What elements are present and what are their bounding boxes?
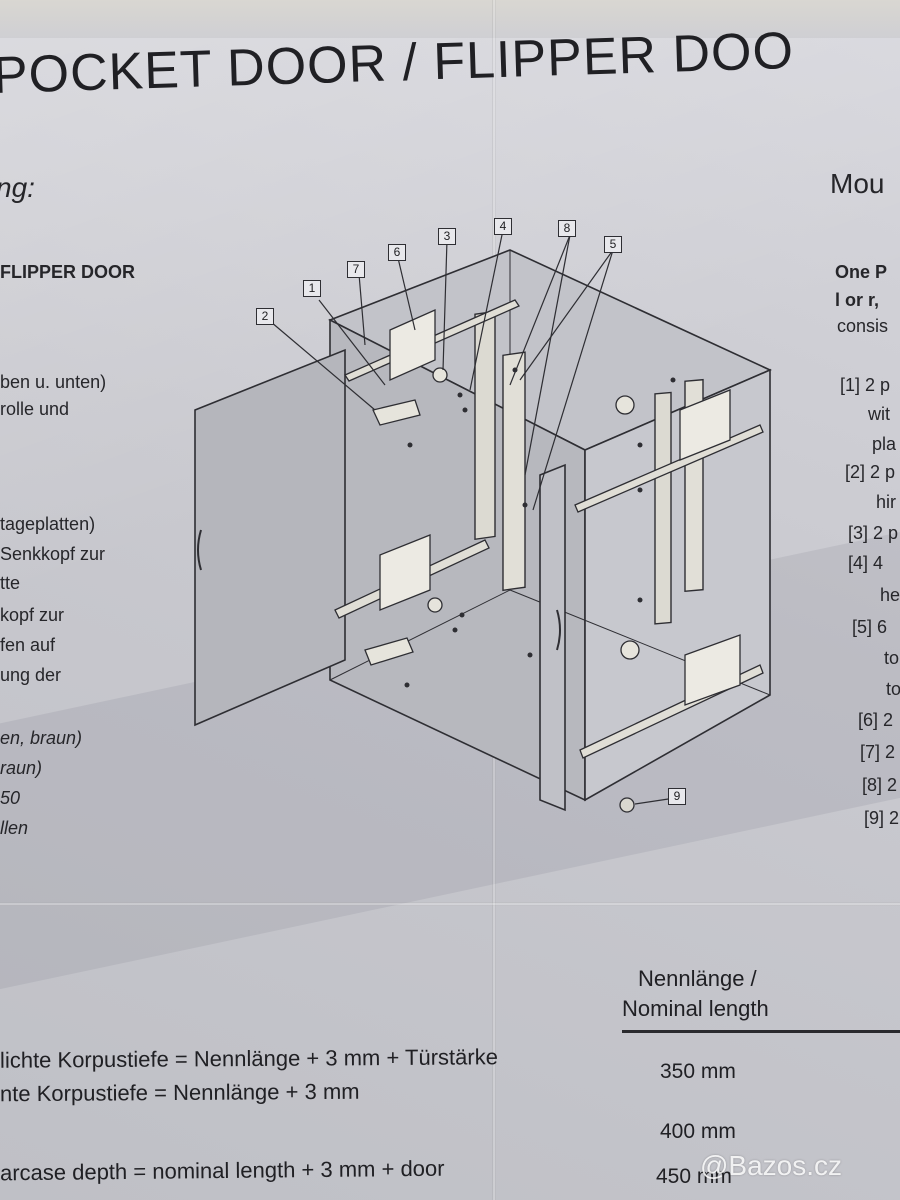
left-subtitle: FLIPPER DOOR (0, 262, 136, 282)
fold-line-horizontal (0, 902, 900, 906)
foot-buffer (619, 797, 635, 813)
front-door-handle (556, 609, 561, 651)
vertical-rail (474, 310, 496, 541)
right-line: he (880, 585, 900, 605)
left-line: tte (0, 573, 21, 593)
screws (404, 367, 676, 688)
paper-edge (0, 0, 900, 38)
mounting-plate (389, 308, 436, 382)
length-value: 350 mm (660, 1060, 736, 1083)
left-line: llen (0, 818, 29, 838)
callout-5: 5 (604, 236, 622, 253)
left-line: rolle und (0, 399, 70, 419)
mounting-plate (679, 389, 731, 461)
right-line: consis (837, 316, 889, 336)
right-line: wit (868, 404, 890, 424)
right-line: [4] 4 (848, 553, 884, 573)
vertical-rail-right (654, 391, 672, 625)
left-line: ung der (0, 665, 62, 685)
length-value: 400 mm (660, 1120, 736, 1143)
left-line: fen auf (0, 635, 56, 655)
formula-line: arcase depth = nominal length + 3 mm + d… (0, 1155, 445, 1186)
table-header-de: Nennlänge / (638, 966, 757, 991)
left-line: tageplatten) (0, 514, 96, 534)
callout-8: 8 (558, 220, 576, 237)
table-header-en: Nominal length (622, 996, 769, 1021)
right-line: One P (835, 262, 888, 282)
left-door-panel (194, 348, 346, 727)
left-line: kopf zur (0, 605, 65, 625)
left-line: Senkkopf zur (0, 544, 106, 564)
left-line: raun) (0, 758, 43, 778)
right-line: [9] 2 (864, 808, 900, 828)
callout-4: 4 (494, 218, 512, 235)
right-line: [1] 2 p (840, 375, 891, 395)
right-line: [2] 2 p (845, 462, 896, 482)
left-line: en, braun) (0, 728, 83, 748)
callout-7: 7 (347, 261, 365, 278)
right-line: [3] 2 p (848, 523, 899, 543)
formula-line: nte Korpustiefe = Nennlänge + 3 mm (0, 1078, 360, 1107)
right-line: to (884, 648, 900, 668)
formula-line: lichte Korpustiefe = Nennlänge + 3 mm + … (0, 1044, 498, 1073)
right-line: to (886, 679, 900, 699)
callout-1: 1 (303, 280, 321, 297)
mounting-plate (379, 534, 431, 611)
right-line: [7] 2 (860, 742, 896, 762)
callout-leaders (270, 229, 676, 805)
right-line: pla (872, 434, 897, 454)
table-divider (622, 1030, 900, 1033)
cabinet-assembly-diagram (194, 229, 772, 813)
watermark: @Bazos.cz (700, 1150, 843, 1181)
vertical-rail-front (502, 351, 526, 592)
right-line: hir (876, 492, 897, 512)
left-heading: ng: (0, 172, 35, 203)
callout-3: 3 (438, 228, 456, 245)
right-heading: Mou (830, 168, 885, 199)
door-handle (197, 529, 202, 571)
left-line: 50 (0, 788, 21, 808)
right-line: [6] 2 (858, 710, 894, 730)
callout-6: 6 (388, 244, 406, 261)
callout-9: 9 (668, 788, 686, 805)
callout-2: 2 (256, 308, 274, 325)
mounting-plate (684, 634, 741, 706)
right-line: l or r, (835, 290, 880, 310)
right-line: [8] 2 (862, 775, 898, 795)
left-line: ben u. unten) (0, 372, 107, 392)
hinge-parts (364, 367, 640, 666)
length-value: 450 mm (656, 1165, 732, 1188)
front-door-panel (539, 463, 566, 812)
right-line: [5] 6 (852, 617, 888, 637)
